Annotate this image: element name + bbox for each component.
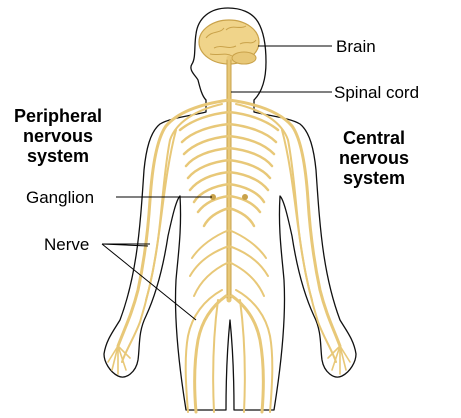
leg-nerves xyxy=(184,229,274,414)
peripheral-line-3: system xyxy=(27,146,89,166)
central-line-3: system xyxy=(343,168,405,188)
ganglion-label: Ganglion xyxy=(26,188,94,207)
nerve-label: Nerve xyxy=(44,235,89,254)
brain-label: Brain xyxy=(336,37,376,56)
peripheral-line-1: Peripheral xyxy=(14,106,102,126)
peripheral-line-2: nervous xyxy=(23,126,93,146)
nerve-leader-leg xyxy=(101,243,197,321)
peripheral-nervous-system-label: Peripheral nervous system xyxy=(14,106,102,166)
hand-nerves xyxy=(107,345,351,375)
brain xyxy=(198,19,260,65)
leader-lines xyxy=(101,45,332,321)
body-outline xyxy=(103,7,357,411)
ganglion-nodes xyxy=(210,194,248,200)
central-line-2: nervous xyxy=(339,148,409,168)
spinal-cord-label: Spinal cord xyxy=(334,83,419,102)
arm-nerves xyxy=(116,98,342,363)
central-nervous-system-label: Central nervous system xyxy=(339,128,409,188)
central-line-1: Central xyxy=(343,128,405,148)
spinal-nerves xyxy=(178,110,280,228)
nerve-leader-arm xyxy=(101,243,149,247)
